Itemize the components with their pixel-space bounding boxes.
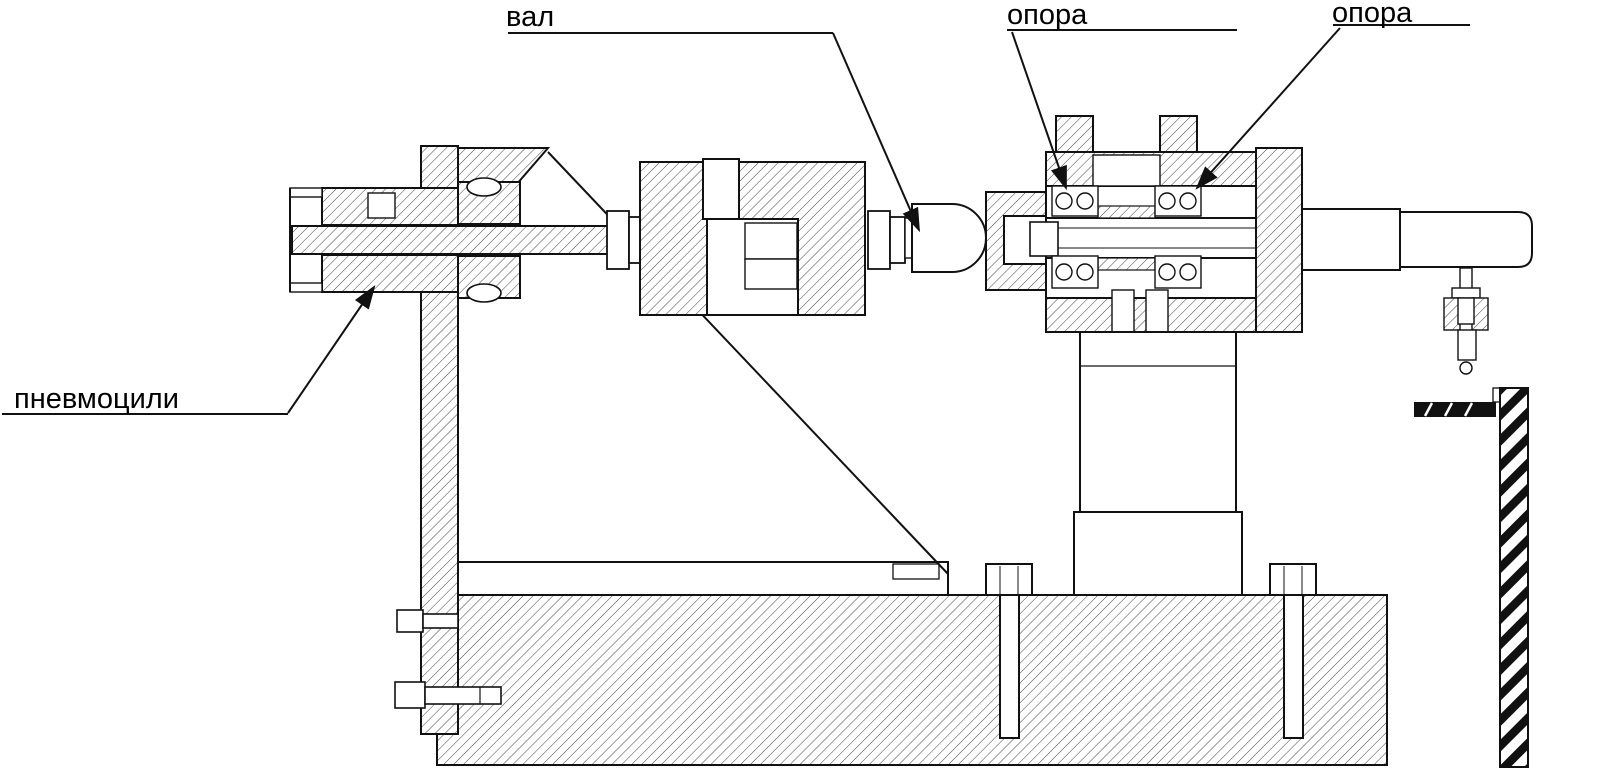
pneumatic-cylinder [289, 177, 609, 303]
coupling [639, 158, 866, 316]
output-shaft [1301, 208, 1533, 271]
pedestal [1073, 331, 1243, 596]
striped-wall-bar [1492, 387, 1529, 768]
callout-leaders [2, 24, 1470, 415]
rod-nuts-right [867, 210, 916, 270]
label-pneumatic-cylinder: пневмоцили [14, 383, 179, 415]
rod-nuts-left [606, 210, 645, 270]
shaft-ball-end [911, 203, 987, 273]
base-plate [436, 151, 1388, 766]
foundation-bolts [985, 563, 1317, 739]
right-fixture [1414, 267, 1496, 417]
label-support-right: опора [1332, 0, 1413, 29]
bearings [1051, 185, 1202, 289]
label-shaft: вал [506, 1, 555, 33]
plate-bolts [394, 609, 502, 709]
label-support-left: опора [1007, 0, 1088, 31]
bearing-support-unit [985, 115, 1303, 363]
